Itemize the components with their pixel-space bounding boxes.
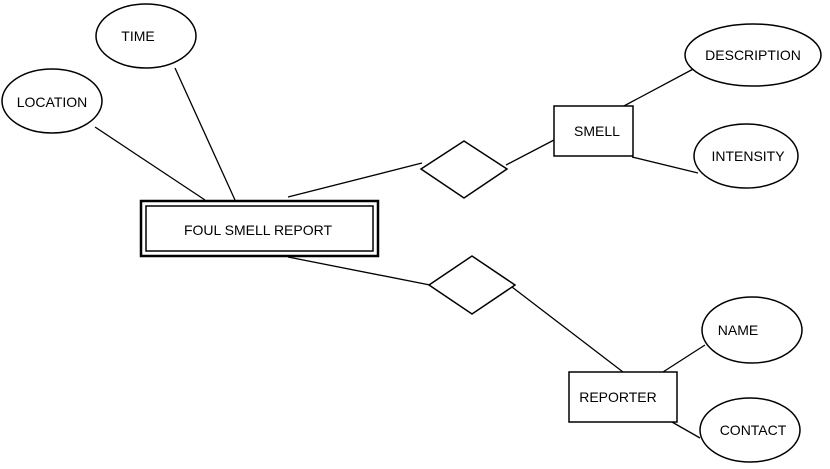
line-reporter-name (662, 344, 706, 373)
entity-foul-smell-report-inner-border (145, 205, 374, 252)
line-reporter-contact (671, 421, 701, 439)
attribute-location-label: LOCATION (17, 94, 88, 110)
attribute-time-ellipse (95, 3, 197, 69)
entity-smell-label: SMELL (574, 123, 620, 139)
attribute-contact-ellipse (699, 397, 801, 463)
attribute-time-label: TIME (121, 28, 154, 44)
line-smell-description (621, 66, 698, 108)
attribute-intensity-label: INTENSITY (711, 148, 785, 164)
attribute-contact: CONTACT (699, 397, 801, 463)
relationship-report-reporter-diamond (427, 255, 517, 315)
attribute-time: TIME (95, 3, 197, 69)
entity-foul-smell-report-label: FOUL SMELL REPORT (184, 222, 333, 238)
attribute-intensity: INTENSITY (693, 123, 799, 189)
line-report-reporter-relationship (287, 256, 431, 286)
entity-reporter: REPORTER (568, 371, 678, 423)
line-reporter-relationship-reporter (511, 286, 624, 373)
line-time-report (174, 67, 236, 201)
line-report-smell-relationship (287, 162, 423, 198)
line-location-report (94, 126, 206, 201)
entity-reporter-label: REPORTER (579, 389, 657, 405)
attribute-name-ellipse (701, 296, 803, 364)
attribute-contact-label: CONTACT (720, 422, 787, 438)
attribute-name-label: NAME (718, 322, 758, 338)
entity-smell: SMELL (553, 105, 634, 157)
connector-lines (94, 66, 706, 439)
entity-reporter-box (568, 371, 678, 423)
entity-smell-box (553, 105, 634, 157)
line-smell-relationship-smell (505, 139, 555, 166)
entity-foul-smell-report: FOUL SMELL REPORT (139, 199, 380, 258)
attribute-description-ellipse (684, 23, 822, 87)
relationship-report-smell-diamond (419, 140, 509, 199)
attribute-intensity-ellipse (693, 123, 799, 189)
attribute-location-ellipse (1, 68, 103, 134)
attribute-description: DESCRIPTION (684, 23, 822, 87)
attribute-location: LOCATION (1, 68, 103, 134)
attribute-description-label: DESCRIPTION (705, 47, 801, 63)
line-smell-intensity (631, 156, 699, 174)
attribute-name: NAME (701, 296, 803, 364)
